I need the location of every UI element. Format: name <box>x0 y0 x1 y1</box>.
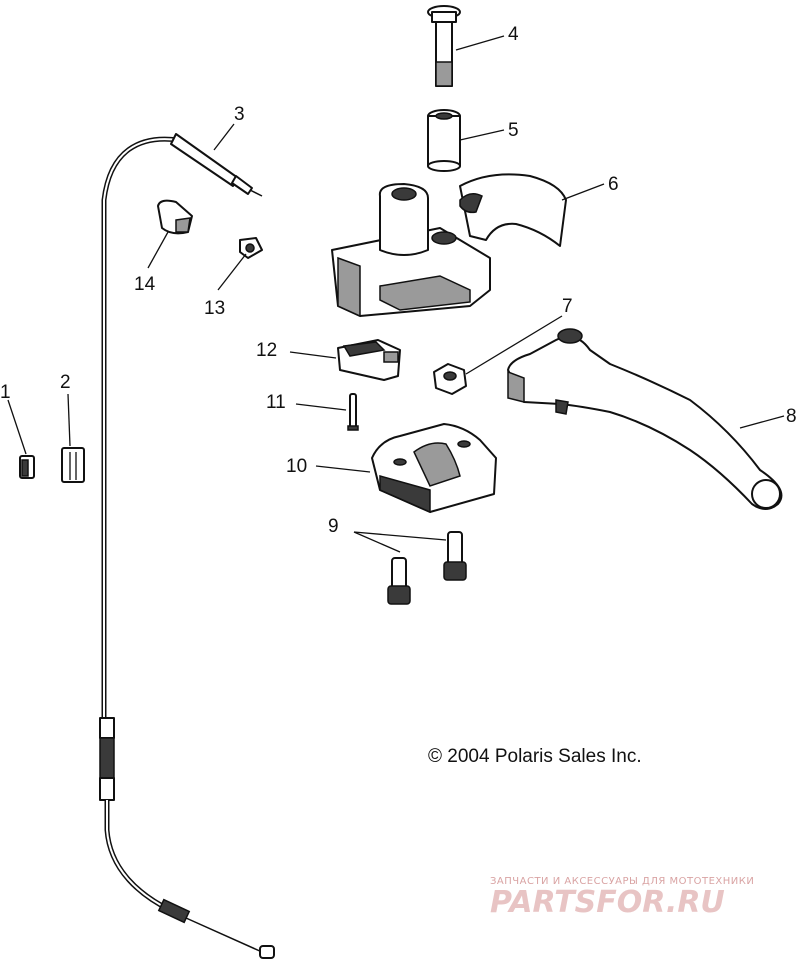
part-pivot-bolt <box>427 5 461 87</box>
callout-4: 4 <box>508 24 519 45</box>
watermark-brand: PARTSFOR.RU <box>490 885 725 920</box>
part-clamp <box>371 423 497 514</box>
callout-6: 6 <box>608 174 619 195</box>
watermark-tagline: ЗАПЧАСТИ И АКСЕССУАРЫ ДЛЯ МОТОТЕХНИКИ <box>490 876 754 887</box>
callout-7: 7 <box>562 296 573 317</box>
part-clip-small <box>19 455 35 479</box>
leader-lines <box>7 35 785 553</box>
part-screw-a <box>387 557 411 605</box>
callout-10: 10 <box>286 456 307 477</box>
part-switch <box>337 339 401 381</box>
part-nut <box>433 363 467 395</box>
watermark: ЗАПЧАСТИ И АКСЕССУАРЫ ДЛЯ МОТОТЕХНИКИ PA… <box>490 876 754 920</box>
callout-8: 8 <box>786 406 797 427</box>
callout-1: 1 <box>0 382 11 403</box>
copyright-notice: © 2004 Polaris Sales Inc. <box>428 746 642 767</box>
callout-5: 5 <box>508 120 519 141</box>
part-sleeve <box>427 109 461 172</box>
part-bushing-13 <box>239 237 263 259</box>
part-bushing-14 <box>157 199 193 235</box>
callout-13: 13 <box>204 298 225 319</box>
callout-11: 11 <box>266 392 286 413</box>
part-clip-sleeve <box>61 447 85 483</box>
part-lever-bracket <box>331 173 567 318</box>
callout-12: 12 <box>256 340 277 361</box>
callout-14: 14 <box>134 274 156 295</box>
part-pin <box>347 393 359 431</box>
callout-9: 9 <box>328 516 339 537</box>
callout-2: 2 <box>60 372 71 393</box>
part-screw-b <box>443 531 467 581</box>
callout-3: 3 <box>234 104 245 125</box>
part-cable <box>99 133 275 959</box>
part-clutch-lever <box>507 328 783 510</box>
